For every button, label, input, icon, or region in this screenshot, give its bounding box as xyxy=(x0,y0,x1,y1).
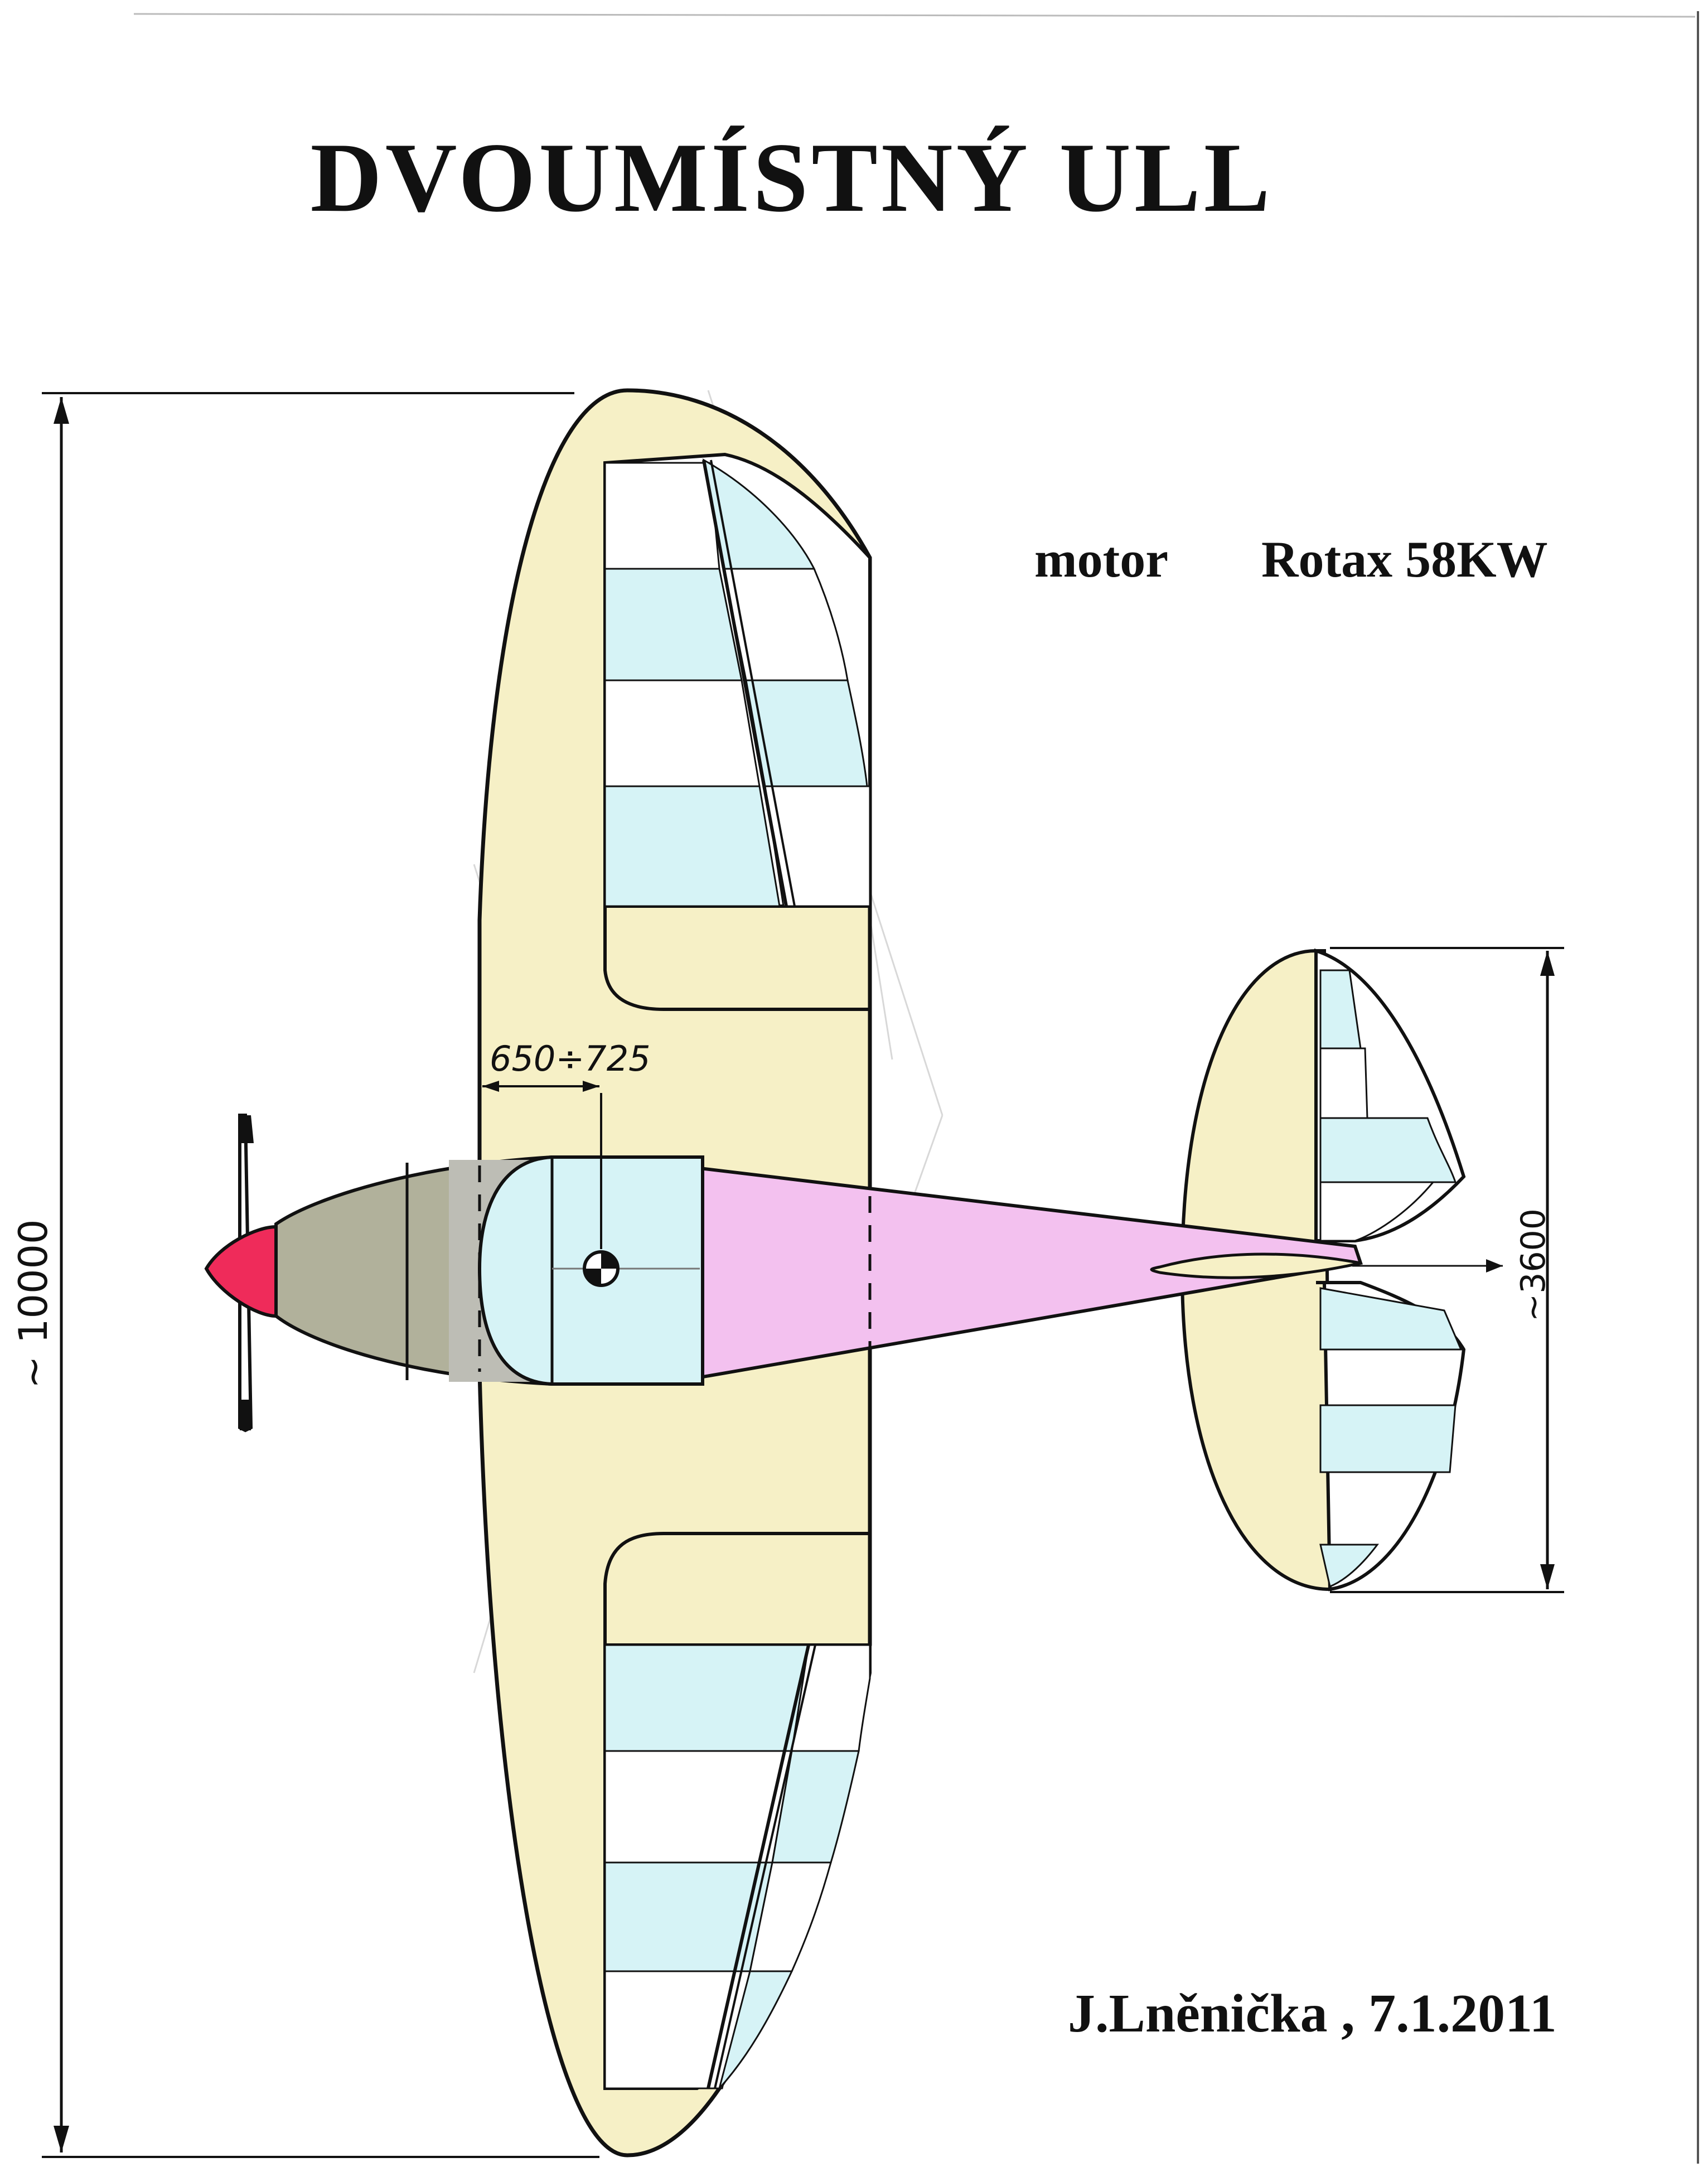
cg-range-label: 650÷725 xyxy=(490,1038,651,1079)
upper-aileron xyxy=(603,452,872,908)
center-of-gravity-icon xyxy=(583,1250,620,1287)
lower-flap-line xyxy=(603,1532,870,1645)
drawing-title: DVOUMÍSTNÝ ULL xyxy=(310,122,1274,233)
wingspan-label: ~ 10000 xyxy=(11,1219,56,1389)
author-signature: J.Lněnička , 7.1.2011 xyxy=(1068,1984,1557,2044)
propeller-spinner xyxy=(204,1225,278,1318)
cg-range-dimension xyxy=(478,1048,599,1157)
upper-flap-line xyxy=(603,906,870,1011)
sheet-border-top xyxy=(133,13,1696,18)
lower-aileron xyxy=(603,1643,872,2090)
engine-value: Rotax 58KW xyxy=(1261,531,1548,588)
tailspan-dimension xyxy=(1330,947,1564,1593)
vertical-fin xyxy=(1150,1252,1361,1279)
wingspan-dimension xyxy=(42,392,599,2158)
engine-label: motor xyxy=(1034,531,1169,588)
tailspan-label: ~3600 xyxy=(1514,1208,1553,1322)
